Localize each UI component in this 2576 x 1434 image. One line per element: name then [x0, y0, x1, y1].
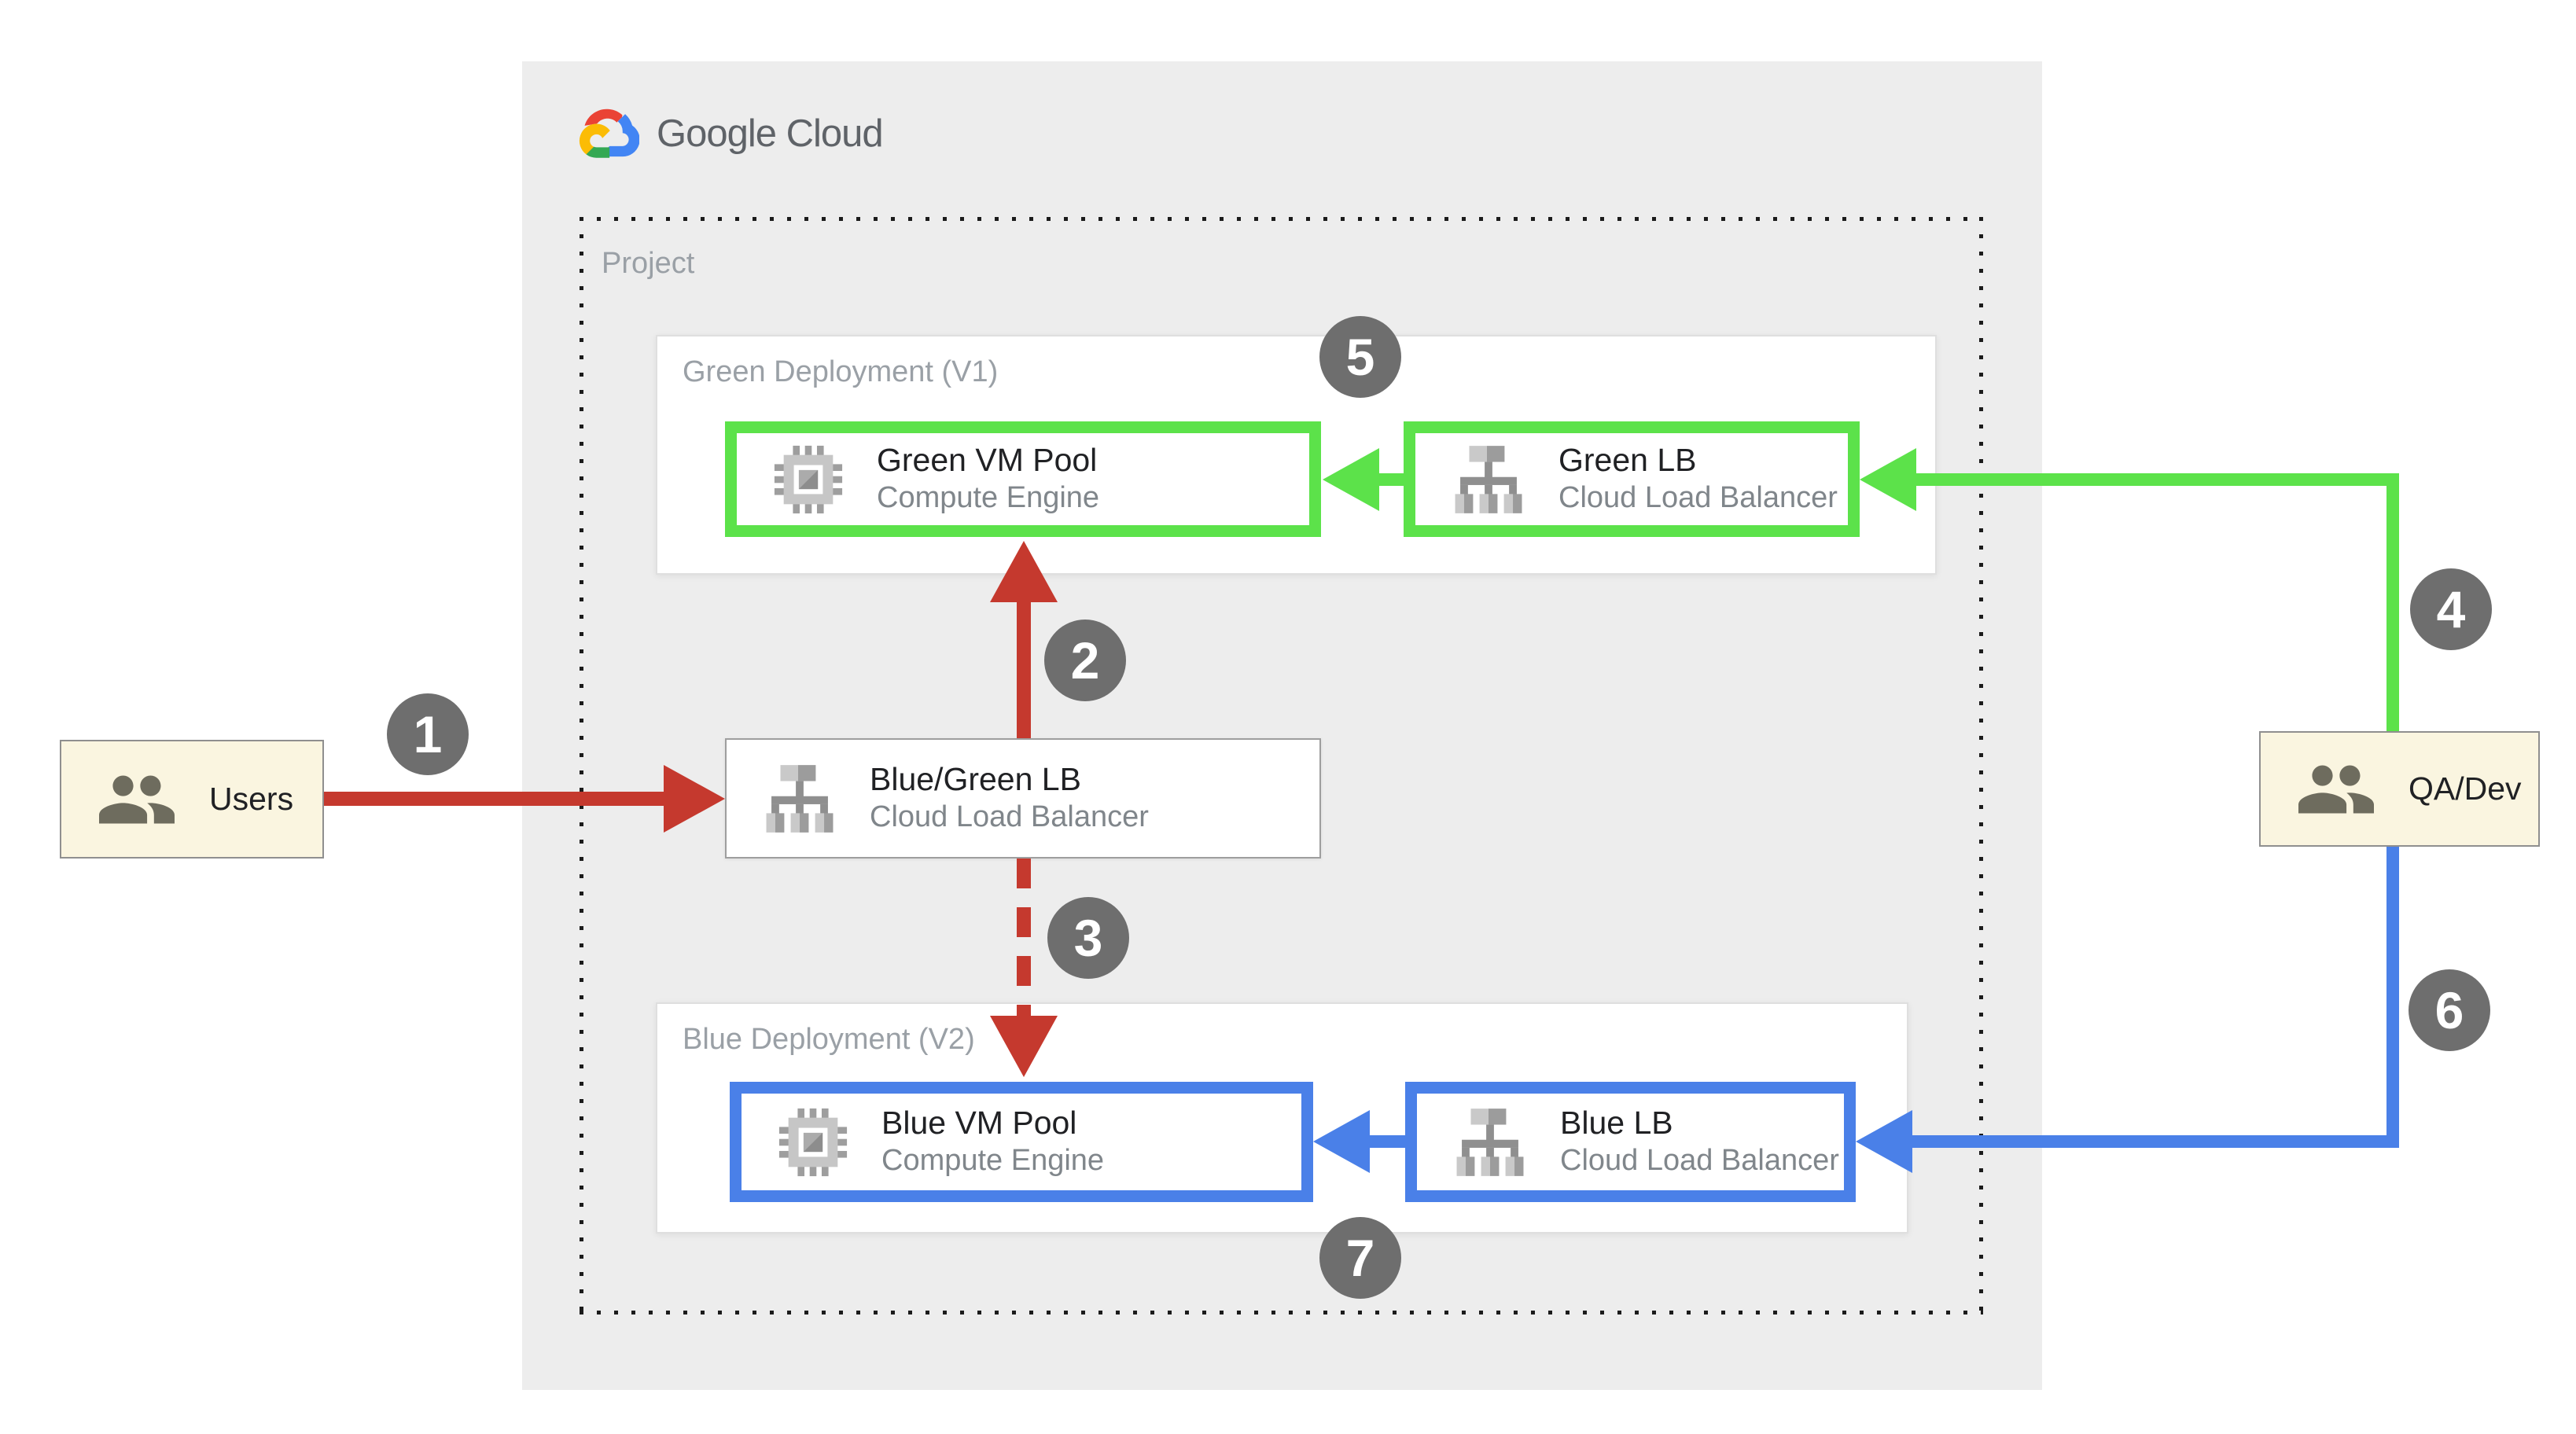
- node-subtitle: Compute Engine: [881, 1144, 1105, 1178]
- actor-label: Users: [209, 781, 294, 817]
- arrow-router-to-green-vm-line: [1017, 598, 1031, 738]
- step-badge-5: 5: [1319, 316, 1401, 398]
- arrow-qadev-to-blue-lb-head: [1856, 1110, 1912, 1173]
- green-vm-pool-node: Green VM Pool Compute Engine: [725, 421, 1321, 537]
- load-balancer-icon: [761, 760, 838, 837]
- users-actor: Users: [60, 740, 324, 859]
- blue-vm-pool-node: Blue VM Pool Compute Engine: [730, 1082, 1313, 1202]
- node-title: Blue VM Pool: [881, 1105, 1077, 1142]
- compute-engine-icon: [771, 443, 845, 517]
- blue-lb-node: Blue LB Cloud Load Balancer: [1405, 1082, 1856, 1202]
- arrow-green-lb-to-green-vm-line: [1374, 473, 1404, 486]
- arrow-qadev-to-blue-lb-vertical: [2386, 847, 2399, 1148]
- arrow-qadev-to-green-lb-head: [1860, 448, 1916, 511]
- actor-label: QA/Dev: [2409, 770, 2522, 807]
- green-lb-node: Green LB Cloud Load Balancer: [1404, 421, 1860, 537]
- arrow-qadev-to-blue-lb-horizontal: [1908, 1135, 2399, 1148]
- qa-dev-actor: QA/Dev: [2259, 731, 2540, 847]
- step-badge-6: 6: [2409, 969, 2490, 1051]
- blue-deployment-label: Blue Deployment (V2): [683, 1023, 975, 1056]
- node-subtitle: Cloud Load Balancer: [1560, 1144, 1839, 1178]
- node-subtitle: Cloud Load Balancer: [1558, 481, 1838, 515]
- blue-green-lb-node: Blue/Green LB Cloud Load Balancer: [725, 738, 1321, 859]
- node-title: Blue/Green LB: [870, 761, 1081, 798]
- project-label: Project: [602, 247, 695, 280]
- load-balancer-icon: [1450, 441, 1527, 518]
- people-icon: [2298, 763, 2374, 815]
- node-title: Green LB: [1558, 442, 1697, 479]
- arrow-qadev-to-green-lb-vertical: [2386, 473, 2399, 731]
- node-subtitle: Compute Engine: [877, 481, 1100, 515]
- load-balancer-icon: [1452, 1104, 1529, 1181]
- arrow-blue-lb-to-blue-vm-head: [1313, 1110, 1370, 1173]
- google-cloud-icon: [578, 108, 639, 159]
- step-badge-4: 4: [2410, 568, 2492, 650]
- arrow-users-to-router-head: [664, 765, 725, 833]
- step-badge-3: 3: [1047, 897, 1129, 979]
- node-title: Green VM Pool: [877, 442, 1098, 479]
- arrow-green-lb-to-green-vm-head: [1323, 448, 1379, 511]
- project-border-top: [580, 217, 1983, 221]
- step-badge-1: 1: [387, 693, 469, 775]
- node-title: Blue LB: [1560, 1105, 1673, 1142]
- project-border-left: [580, 217, 583, 1314]
- people-icon: [99, 774, 175, 825]
- arrow-blue-lb-to-blue-vm-line: [1370, 1135, 1405, 1148]
- arrow-users-to-router-line: [324, 792, 670, 806]
- project-boundary: Project: [580, 217, 1983, 1314]
- google-cloud-logo: Google Cloud: [578, 108, 884, 159]
- step-badge-2: 2: [1044, 620, 1126, 701]
- node-subtitle: Cloud Load Balancer: [870, 800, 1149, 834]
- arrow-router-to-green-vm-head: [990, 541, 1058, 602]
- green-deployment-label: Green Deployment (V1): [683, 355, 999, 388]
- project-border-bottom: [580, 1311, 1983, 1314]
- project-border-right: [1979, 217, 1983, 1314]
- arrow-qadev-to-green-lb-horizontal: [1912, 473, 2399, 486]
- google-cloud-wordmark: Google Cloud: [657, 112, 884, 155]
- step-badge-7: 7: [1319, 1217, 1401, 1299]
- arrow-router-to-blue-vm-line: [1017, 859, 1031, 1019]
- compute-engine-icon: [776, 1105, 850, 1179]
- arrow-router-to-blue-vm-head: [990, 1016, 1058, 1077]
